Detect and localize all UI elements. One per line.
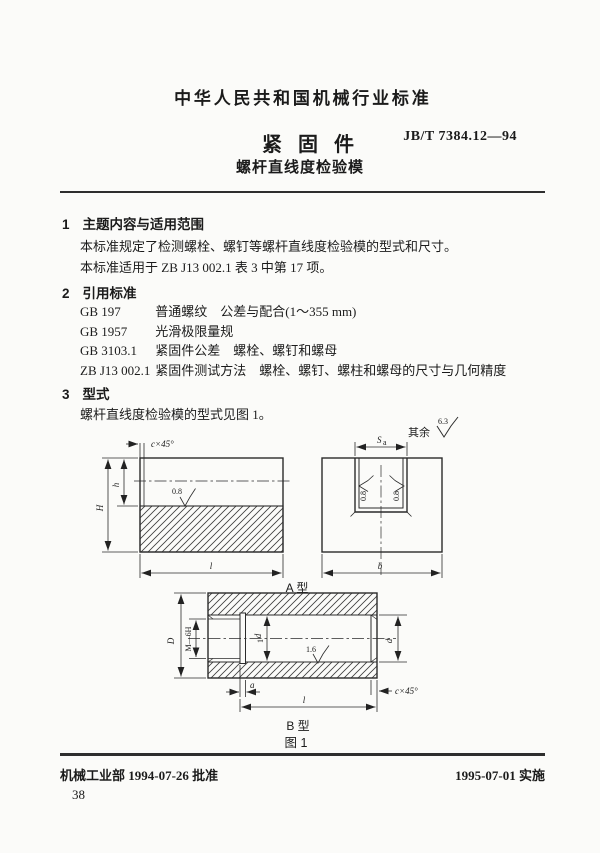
type-a-end-view	[321, 457, 443, 575]
type-b-top-wall	[207, 592, 378, 616]
dim-l-label: l	[210, 561, 213, 571]
document-title-sub: 螺杆直线度检验模	[235, 159, 364, 176]
rest-label: 其余	[408, 425, 430, 439]
dim-l-label: l	[303, 695, 306, 705]
section-2-heading: 2 引用标准	[62, 282, 137, 302]
dim-D-label: D	[166, 637, 176, 645]
reference-title: 光滑极限量规	[155, 323, 234, 339]
reference-row: GB 1957 光滑极限量规	[80, 322, 506, 342]
section-1-paragraph-2: 本标准适用于 ZB J13 002.1 表 3 中第 17 项。	[80, 260, 333, 275]
section-3-heading: 3 型式	[62, 383, 110, 403]
dim-d-label: d	[384, 638, 394, 643]
chamfer-label: c×45°	[151, 439, 174, 449]
reference-code: GB 1957	[80, 323, 128, 339]
reference-title: 普通螺纹 公差与配合(1～355 mm)	[155, 304, 357, 319]
type-a-caption: A 型	[286, 581, 309, 595]
section-2-title: 引用标准	[82, 286, 137, 301]
type-b-section-view	[188, 592, 396, 679]
document-title-main: 紧固件	[262, 134, 370, 156]
section-1-heading: 1 主题内容与适用范围	[62, 213, 204, 233]
page-number: 38	[72, 787, 85, 802]
section-1-paragraph-1: 本标准规定了检测螺栓、螺钉等螺杆直线度检验模的型式和尺寸。	[80, 239, 458, 254]
header-divider-rule	[60, 191, 545, 193]
roughness-symbol-right	[389, 475, 405, 492]
dim-d1-sub: 1	[256, 639, 265, 643]
reference-row: GB 197 普通螺纹 公差与配合(1～355 mm)	[80, 302, 506, 322]
roughness-symbol	[312, 645, 330, 664]
reference-row: GB 3103.1 紧固件公差 螺栓、螺钉和螺母	[80, 341, 506, 361]
reference-code: GB 197	[80, 304, 121, 319]
reference-row: ZB J13 002.1 紧固件测试方法 螺栓、螺钉、螺柱和螺母的尺寸与几何精度	[80, 361, 506, 381]
reference-title: 紧固件公差 螺栓、螺钉和螺母	[155, 343, 338, 358]
dim-h-label: h	[111, 482, 121, 487]
type-b-dimensions: D M—6H d 1 d 1.6 a l c×45°	[166, 592, 418, 712]
type-a-dimensions: H h l c×45° 0.8	[95, 439, 284, 578]
section-2-number: 2	[62, 286, 70, 301]
roughness-symbol-left	[358, 475, 374, 492]
roughness-value-left: 0.8	[359, 491, 368, 501]
figure-caption: 图 1	[285, 736, 308, 750]
dim-d1-label: d	[253, 633, 263, 638]
rest-value: 6.3	[438, 417, 448, 426]
type-b-bottom-wall	[207, 661, 378, 679]
approval-note: 机械工业部 1994-07-26 批准	[60, 768, 219, 783]
roughness-value: 1.6	[306, 645, 316, 654]
roughness-symbol	[179, 488, 196, 507]
type-a-hatched-body	[139, 505, 284, 553]
roughness-value: 0.8	[172, 487, 182, 496]
implementation-note: 1995-07-01 实施	[455, 768, 545, 783]
dim-Sa-label: S	[377, 435, 382, 445]
section-3-title: 型式	[82, 387, 110, 402]
dim-thread-label: M—6H	[184, 626, 193, 651]
chamfer-label: c×45°	[395, 686, 418, 696]
end-view-outline	[321, 457, 443, 553]
figure-1-drawing: 其余 6.3 H h l c×45° 0.8	[95, 416, 459, 750]
reference-code: GB 3103.1	[80, 343, 138, 358]
type-a-front-view	[134, 443, 292, 553]
dim-H-label: H	[95, 504, 105, 512]
reference-list: GB 197 普通螺纹 公差与配合(1～355 mm) GB 1957 光滑极限…	[80, 302, 506, 380]
section-3-paragraph-1: 螺杆直线度检验模的型式见图 1。	[80, 407, 272, 422]
type-b-caption: B 型	[286, 719, 309, 733]
section-1-number: 1	[62, 217, 70, 232]
general-roughness-note: 其余 6.3	[408, 416, 459, 439]
standard-org-title: 中华人民共和国机械行业标准	[174, 89, 432, 108]
reference-title: 紧固件测试方法 螺栓、螺钉、螺柱和螺母的尺寸与几何精度	[155, 362, 507, 378]
dim-a-label: a	[250, 680, 255, 690]
dim-Sa-sub: a	[383, 438, 387, 447]
section-3-number: 3	[62, 387, 70, 402]
end-view-dimensions: S a b 0.8 0.8	[321, 435, 443, 578]
dim-b-label: b	[378, 561, 383, 571]
section-1-title: 主题内容与适用范围	[82, 217, 205, 232]
reference-code: ZB J13 002.1	[80, 362, 151, 378]
roughness-value-right: 0.8	[392, 491, 401, 501]
footer-divider-rule	[60, 753, 545, 756]
standard-number: JB/T 7384.12—94	[403, 129, 517, 144]
roughness-symbol	[436, 416, 459, 438]
